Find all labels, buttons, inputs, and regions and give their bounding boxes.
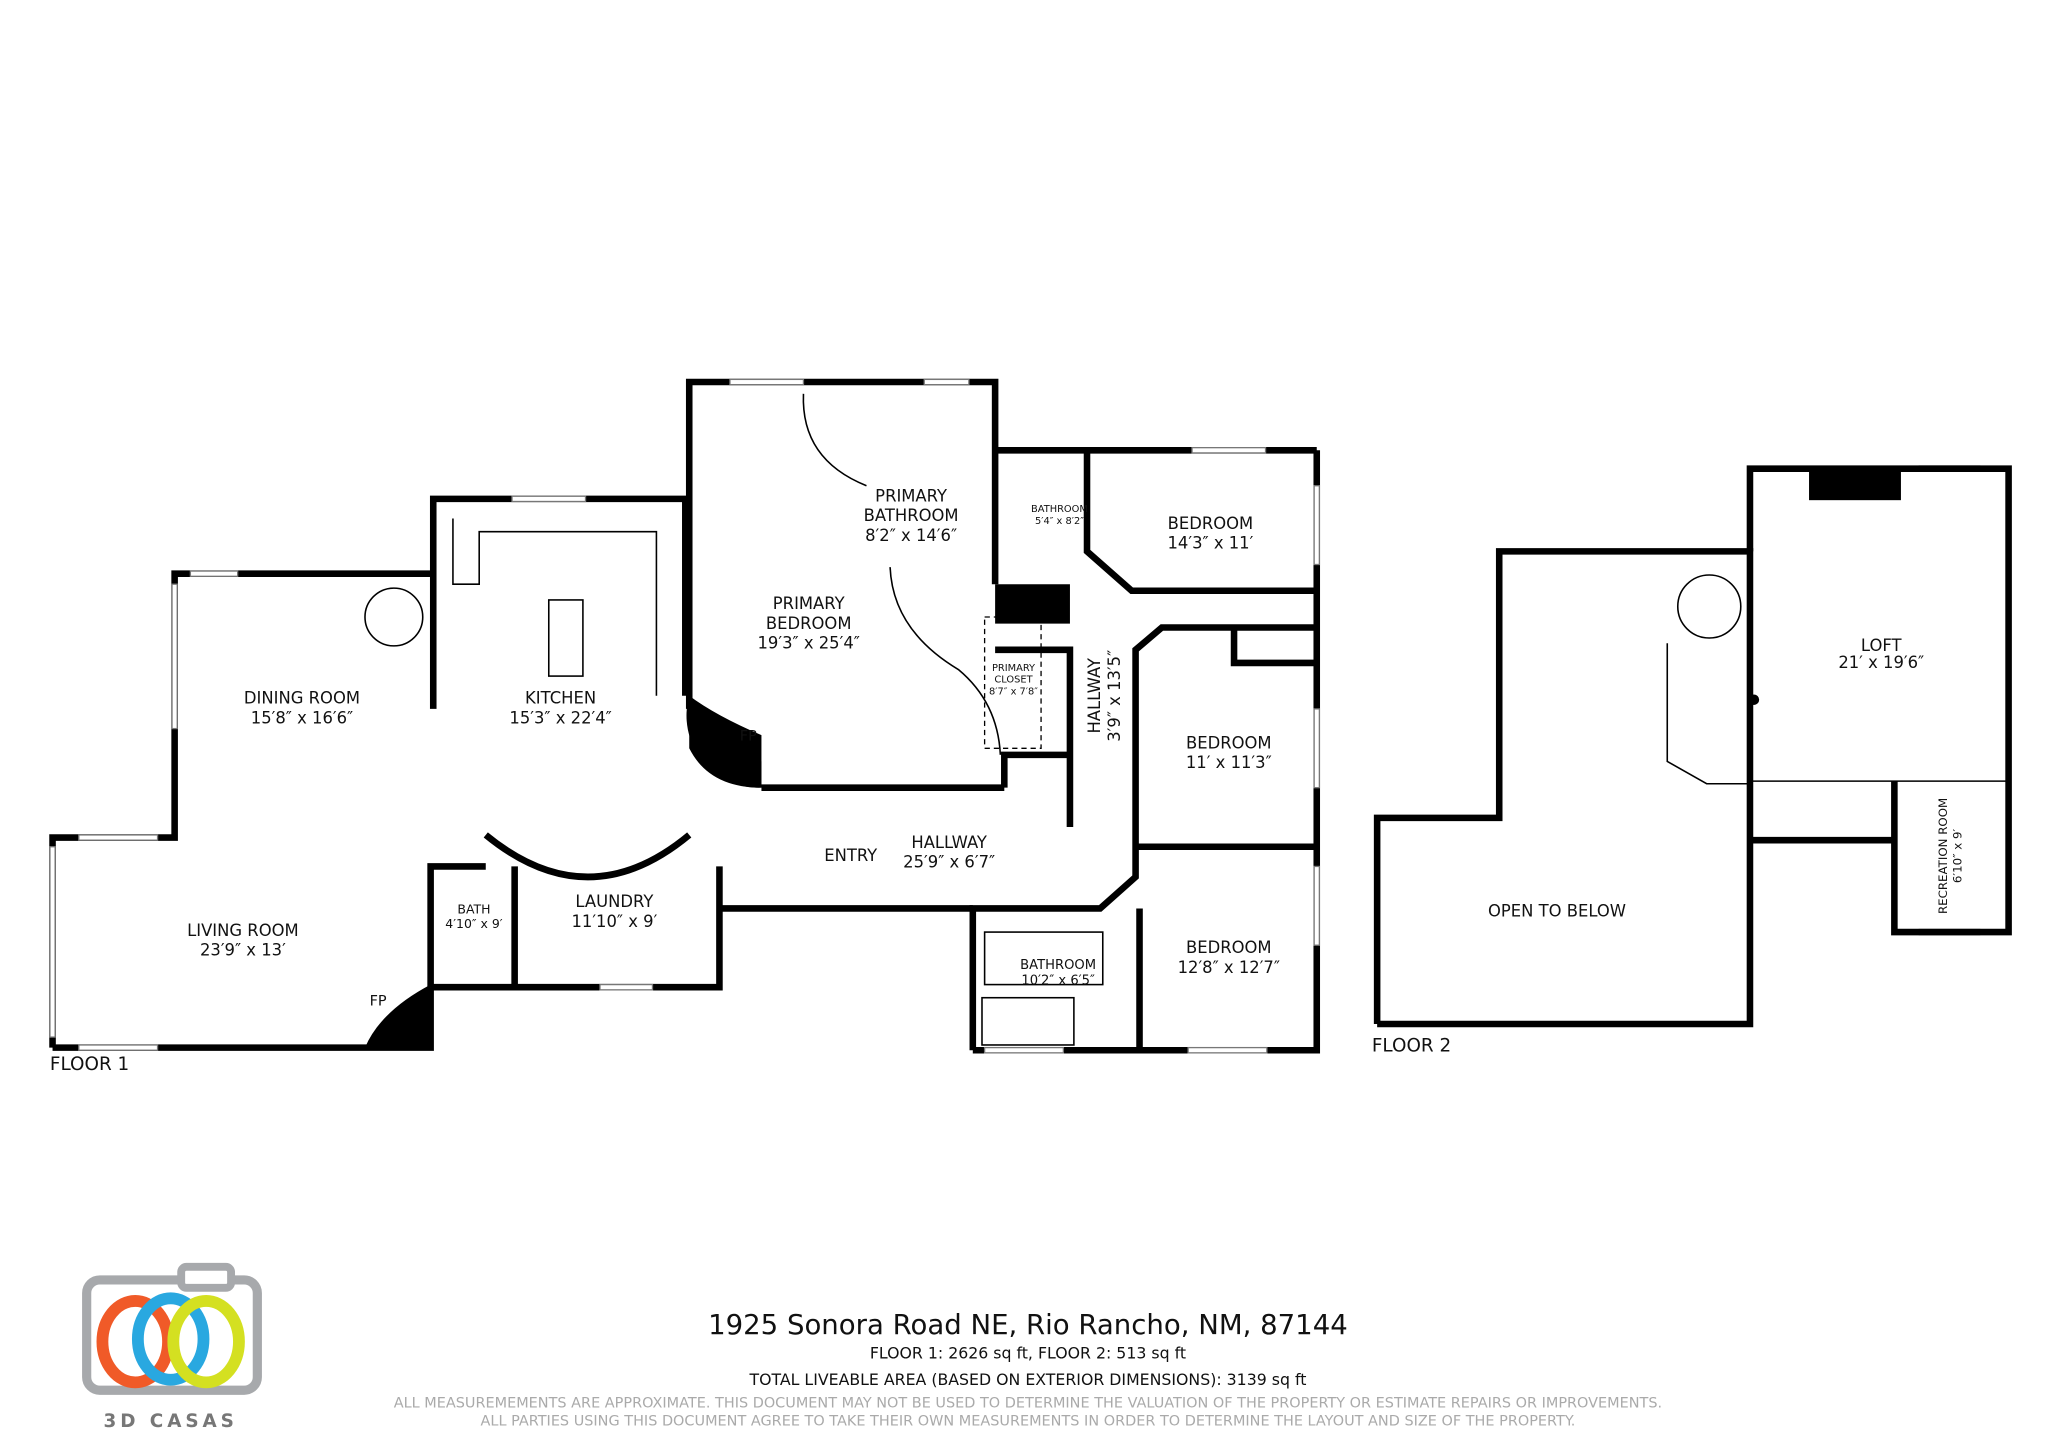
room-size: 15′3″ x 22′4″ — [509, 708, 611, 727]
room-name: BATHROOM — [864, 506, 959, 525]
room-name: BATH — [457, 902, 490, 917]
room-size: 23′9″ x 13′ — [200, 941, 286, 960]
room-name: HALLWAY — [911, 833, 988, 852]
room-size: 15′8″ x 16′6″ — [251, 708, 353, 727]
room-name: BEDROOM — [1168, 514, 1254, 533]
room-size: 11′10″ x 9′ — [571, 912, 657, 931]
room-name: BATHROOM — [1031, 504, 1088, 515]
fireplace-label: FP — [740, 728, 757, 744]
room-name: KITCHEN — [525, 689, 596, 708]
floor1-label: FLOOR 1 — [50, 1054, 129, 1075]
fireplace-label: FP — [370, 994, 387, 1010]
disclaimer: ALL MEASUREMEMENTS ARE APPROXIMATE. THIS… — [394, 1395, 1662, 1411]
floor-areas: FLOOR 1: 2626 sq ft, FLOOR 2: 513 sq ft — [870, 1344, 1186, 1363]
floor1-walls — [49, 378, 1742, 1054]
floor2-walls — [1373, 465, 2012, 1028]
address: 1925 Sonora Road NE, Rio Rancho, NM, 871… — [708, 1309, 1348, 1341]
3d-casas-logo: 3D CASAS — [82, 1262, 262, 1432]
room-name: LIVING ROOM — [187, 921, 299, 940]
room-size: 21′ x 19′6″ — [1838, 653, 1924, 672]
room-name: OPEN TO BELOW — [1488, 901, 1626, 920]
room-size: 25′9″ x 6′7″ — [903, 853, 995, 872]
room-labels: DINING ROOM 15′8″ x 16′6″ KITCHEN 15′3″ … — [50, 486, 1964, 1074]
logo-text: 3D CASAS — [104, 1411, 238, 1432]
room-name: HALLWAY — [1085, 657, 1104, 734]
room-name: BEDROOM — [1186, 733, 1272, 752]
room-name: LAUNDRY — [575, 892, 654, 911]
room-name: PRIMARY — [773, 594, 846, 613]
room-name: BATHROOM — [1020, 958, 1096, 973]
disclaimer: ALL PARTIES USING THIS DOCUMENT AGREE TO… — [481, 1414, 1576, 1430]
room-size: 14′3″ x 11′ — [1168, 534, 1254, 553]
room-name: RECREATION ROOM — [1936, 798, 1950, 914]
total-area: TOTAL LIVEABLE AREA (BASED ON EXTERIOR D… — [748, 1370, 1306, 1389]
room-size: 19′3″ x 25′4″ — [758, 634, 860, 653]
room-name: LOFT — [1861, 636, 1903, 655]
room-name: ENTRY — [824, 846, 878, 865]
room-name: CLOSET — [994, 675, 1033, 686]
room-size: 3′9″ x 13′5″ — [1105, 650, 1124, 742]
room-size: 4′10″ x 9′ — [445, 916, 503, 931]
room-name: BEDROOM — [766, 614, 852, 633]
footer: 1925 Sonora Road NE, Rio Rancho, NM, 871… — [394, 1309, 1662, 1430]
room-size: 12′8″ x 12′7″ — [1178, 958, 1280, 977]
floor2-label: FLOOR 2 — [1372, 1036, 1451, 1057]
room-size: 5′4″ x 8′2″ — [1035, 516, 1084, 527]
room-name: PRIMARY — [875, 486, 948, 505]
room-size: 6′10″ x 9′ — [1950, 828, 1964, 883]
room-size: 10′2″ x 6′5″ — [1021, 974, 1095, 989]
room-name: PRIMARY — [992, 663, 1036, 674]
room-size: 11′ x 11′3″ — [1186, 753, 1272, 772]
room-name: BEDROOM — [1186, 938, 1272, 957]
room-size: 8′2″ x 14′6″ — [865, 526, 957, 545]
room-name: DINING ROOM — [244, 689, 360, 708]
room-size: 8′7″ x 7′8″ — [989, 686, 1038, 697]
